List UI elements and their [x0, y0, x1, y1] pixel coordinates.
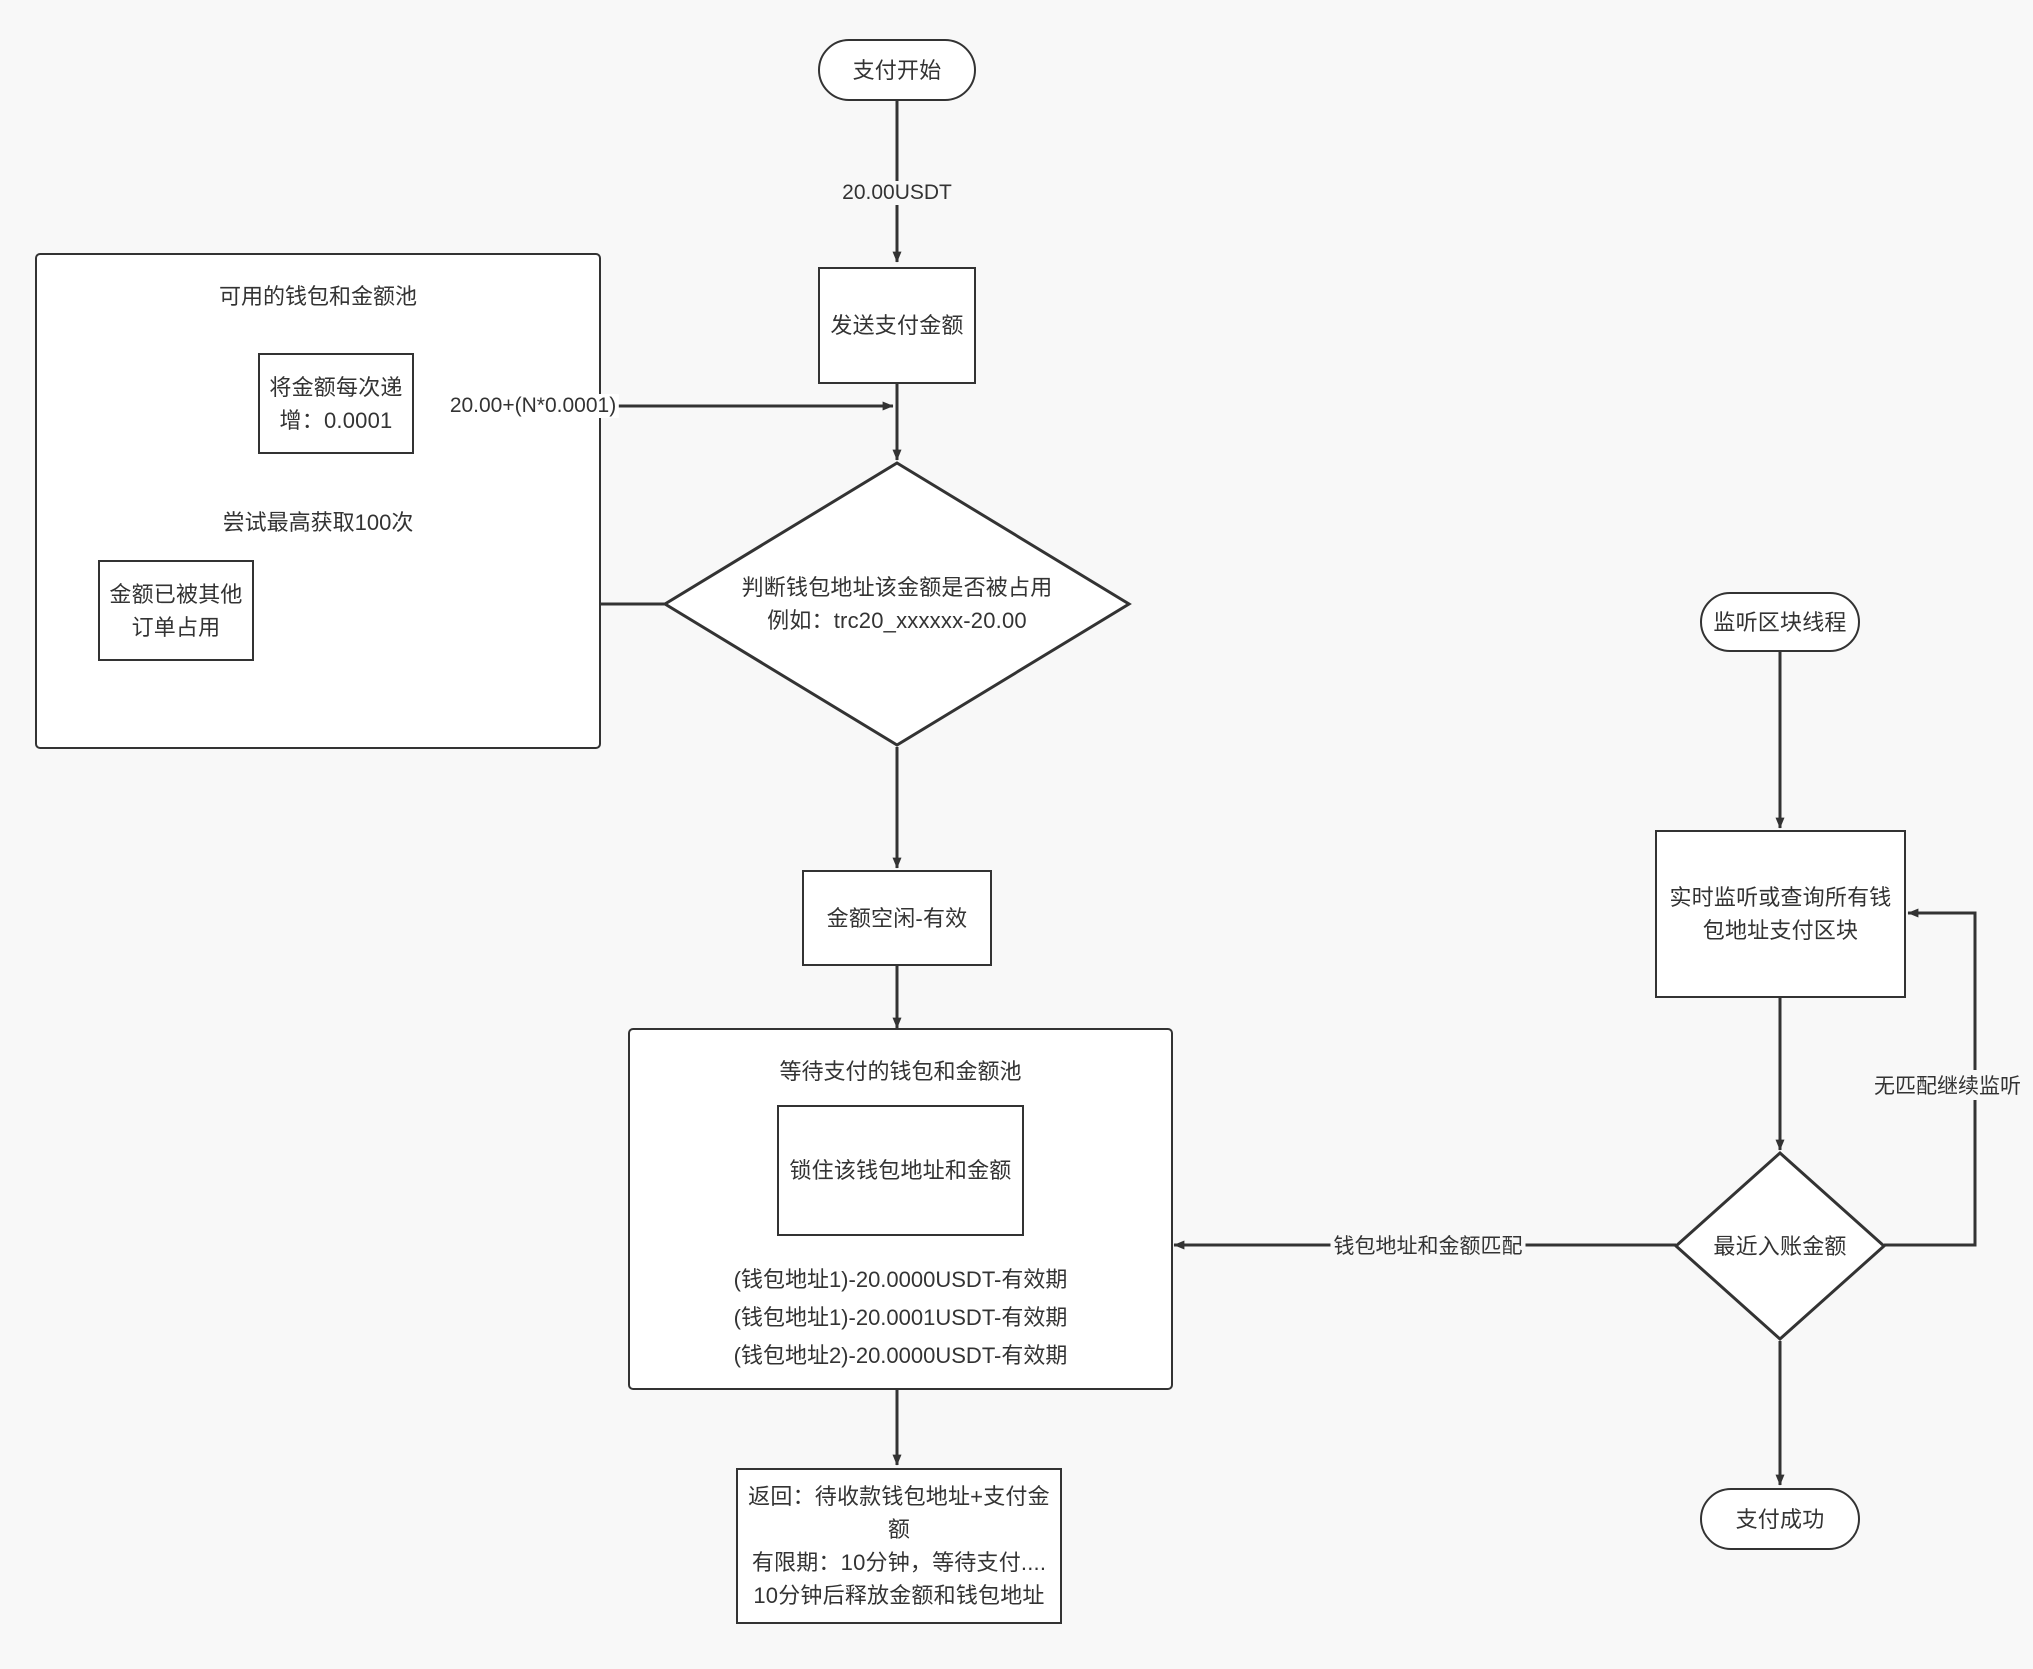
edge-label-start-to-send: 20.00USDT: [839, 181, 955, 205]
node-amount-free-label: 金额空闲-有效: [826, 905, 968, 931]
cluster-waiting-pool-title: 等待支付的钱包和金额池: [779, 1059, 1022, 1084]
node-payment-success[interactable]: 支付成功: [1700, 1488, 1860, 1550]
node-check-occupied-label: 判断钱包地址该金额是否被占用 例如：trc20_xxxxxx-20.00: [741, 575, 1053, 633]
node-check-occupied[interactable]: 判断钱包地址该金额是否被占用 例如：trc20_xxxxxx-20.00: [662, 460, 1132, 748]
node-increment-amount[interactable]: 将金额每次递 增：0.0001: [258, 353, 414, 454]
cluster-available-pool: 可用的钱包和金额池: [35, 253, 601, 749]
node-lock-wallet[interactable]: 锁住该钱包地址和金额: [777, 1105, 1024, 1236]
node-increment-amount-label: 将金额每次递 增：0.0001: [269, 374, 403, 433]
check-occupied-shape: [662, 460, 1132, 748]
edge-label-no-match-continue: 无匹配继续监听: [1870, 1070, 2024, 1100]
node-realtime-listen-label: 实时监听或查询所有钱 包地址支付区块: [1669, 885, 1892, 943]
cluster-available-pool-title: 可用的钱包和金额池: [218, 284, 417, 309]
waiting-pool-entry-2: (钱包地址1)-20.0001USDT-有效期: [733, 1305, 1068, 1330]
node-payment-start-label: 支付开始: [852, 57, 942, 83]
node-send-amount[interactable]: 发送支付金额: [818, 267, 976, 384]
waiting-pool-entry-1: (钱包地址1)-20.0000USDT-有效期: [733, 1267, 1068, 1292]
node-return-info[interactable]: 返回：待收款钱包地址+支付金额 有限期：10分钟，等待支付.... 10分钟后释…: [736, 1468, 1062, 1624]
node-listen-thread[interactable]: 监听区块线程: [1700, 592, 1860, 652]
node-payment-start[interactable]: 支付开始: [818, 39, 976, 101]
node-payment-success-label: 支付成功: [1735, 1506, 1825, 1532]
node-amount-occupied-label: 金额已被其他 订单占用: [109, 581, 243, 640]
edge-label-wallet-amount-match: 钱包地址和金额匹配: [1330, 1230, 1526, 1260]
node-recent-amount[interactable]: 最近入账金额: [1673, 1150, 1887, 1342]
node-return-info-label: 返回：待收款钱包地址+支付金额 有限期：10分钟，等待支付.... 10分钟后释…: [748, 1484, 1050, 1608]
available-pool-note: 尝试最高获取100次: [222, 510, 414, 535]
node-amount-occupied[interactable]: 金额已被其他 订单占用: [98, 560, 254, 661]
node-recent-amount-label: 最近入账金额: [1713, 1233, 1847, 1259]
cluster-waiting-pool: 等待支付的钱包和金额池: [628, 1028, 1173, 1390]
node-amount-free[interactable]: 金额空闲-有效: [802, 870, 992, 966]
node-realtime-listen[interactable]: 实时监听或查询所有钱 包地址支付区块: [1655, 830, 1906, 998]
edge-label-increment-to-send: 20.00+(N*0.0001): [446, 394, 620, 418]
recent-amount-shape: [1673, 1150, 1887, 1342]
node-send-amount-label: 发送支付金额: [830, 313, 964, 338]
waiting-pool-entry-3: (钱包地址2)-20.0000USDT-有效期: [733, 1343, 1068, 1368]
node-listen-thread-label: 监听区块线程: [1713, 609, 1847, 635]
node-lock-wallet-label: 锁住该钱包地址和金额: [789, 1158, 1012, 1183]
